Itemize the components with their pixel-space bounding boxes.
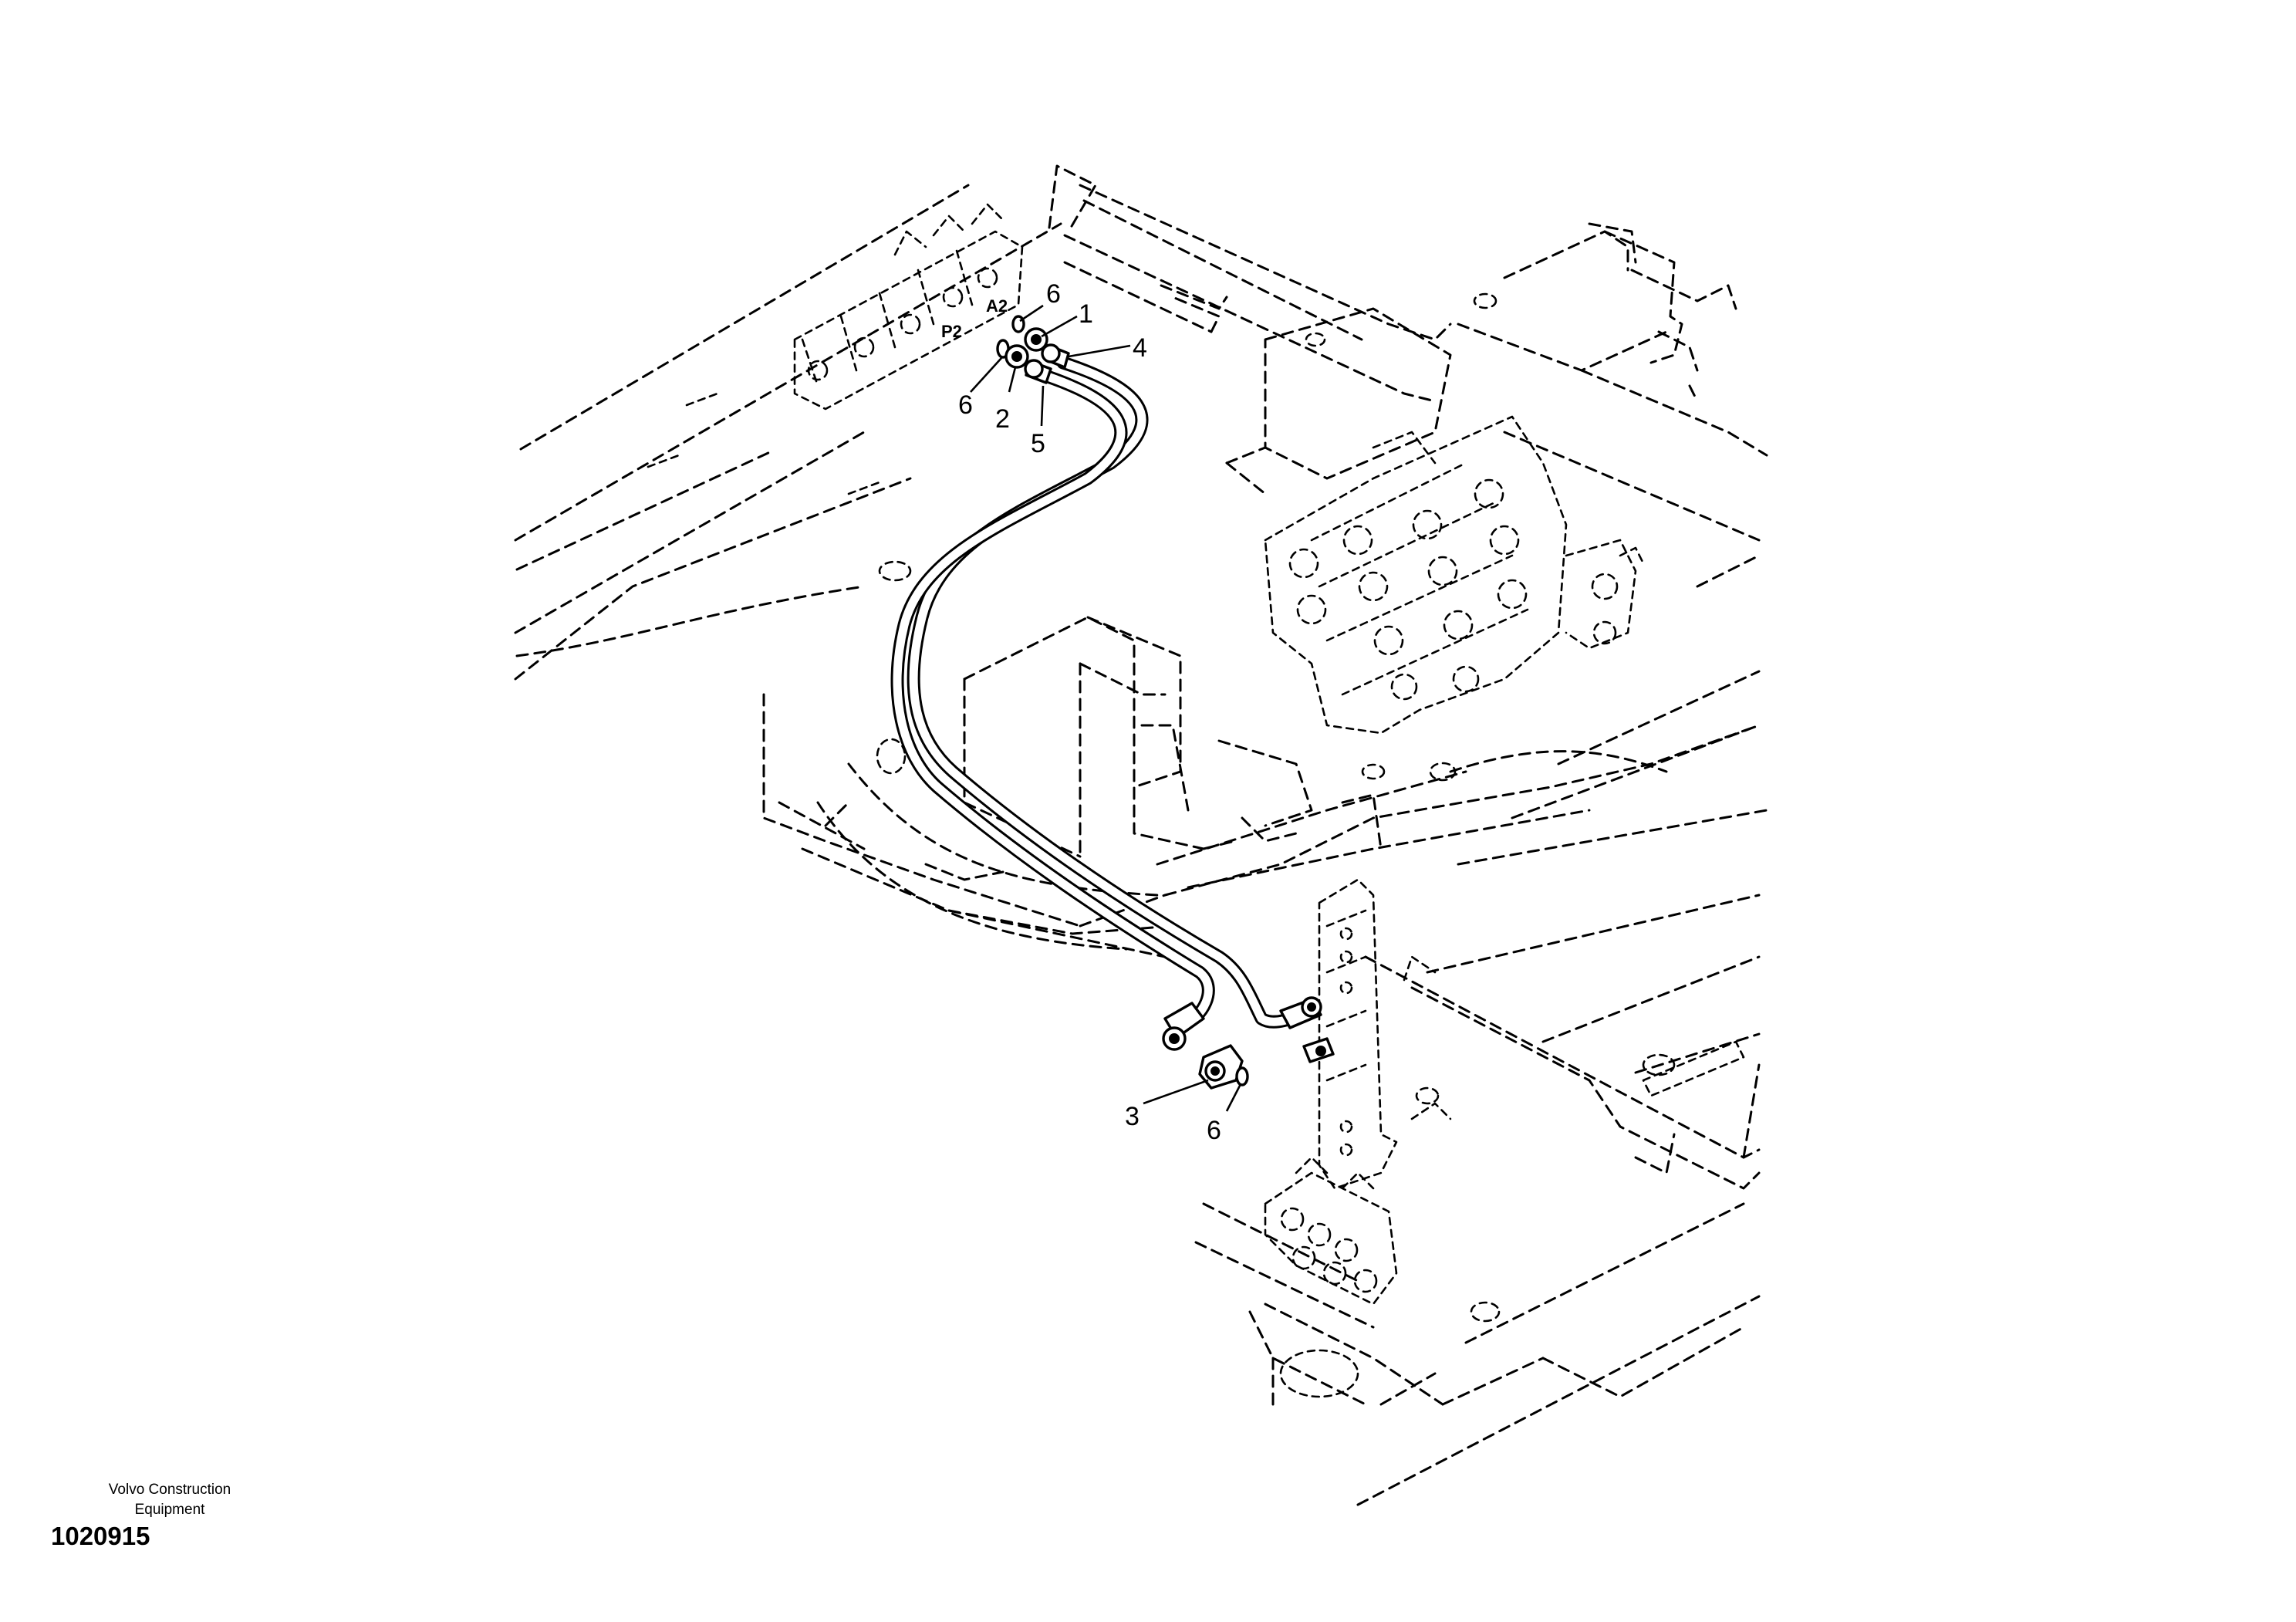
hose-end-lower-right <box>1279 996 1322 1029</box>
main-control-valve <box>1264 415 1645 735</box>
publisher-credit: Volvo Construction Equipment <box>54 1480 285 1520</box>
credit-line-2: Equipment <box>134 1502 205 1518</box>
port-label-p2: P2 <box>941 322 962 341</box>
o-ring-6-lower <box>1235 1066 1249 1086</box>
frame-holes <box>647 292 1745 1398</box>
hose-end-5 <box>1024 359 1052 384</box>
leader-lines <box>970 304 1242 1112</box>
hose-end-4 <box>1041 343 1070 369</box>
hose-assembly <box>890 356 1311 1033</box>
callout-1: 1 <box>1079 299 1093 329</box>
callout-6-bottom: 6 <box>1207 1116 1221 1145</box>
adapter-2 <box>1004 344 1029 369</box>
upper-fittings <box>996 315 1070 384</box>
credit-line-1: Volvo Construction <box>108 1482 231 1498</box>
small-valve-block <box>1264 1156 1398 1306</box>
callout-5: 5 <box>1031 429 1045 458</box>
drawing-number: 1020915 <box>51 1522 150 1550</box>
callout-4: 4 <box>1133 333 1147 363</box>
callout-6-left: 6 <box>958 390 973 420</box>
callout-3: 3 <box>1125 1102 1140 1131</box>
port-label-a2: A2 <box>986 296 1008 316</box>
chassis-frame <box>514 164 1768 1506</box>
callout-6-top: 6 <box>1046 279 1061 309</box>
pilot-valve-block <box>793 203 1024 411</box>
valve-plate <box>1318 878 1452 1190</box>
callout-2: 2 <box>995 404 1010 434</box>
lower-fittings <box>1162 996 1335 1090</box>
hose-end-lower-left <box>1162 1002 1205 1051</box>
adapter-1 <box>1024 327 1048 352</box>
